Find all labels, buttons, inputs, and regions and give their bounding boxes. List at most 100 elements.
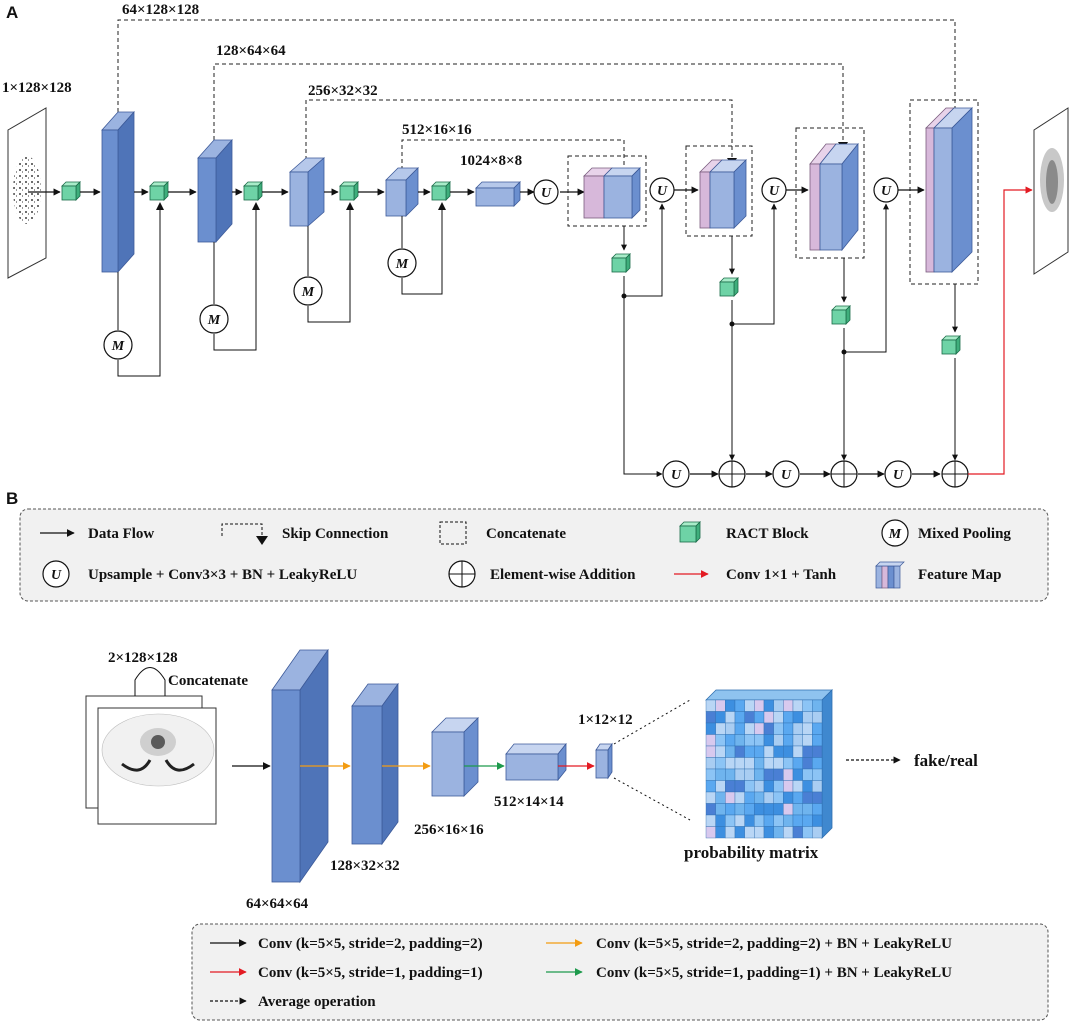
matrix-cell bbox=[715, 814, 726, 827]
matrix-cell bbox=[773, 699, 784, 712]
legend-concatenate: Concatenate bbox=[486, 526, 566, 542]
matrix-cell bbox=[744, 814, 755, 827]
matrix-cell bbox=[715, 780, 726, 793]
matrix-cell bbox=[754, 791, 765, 804]
svg-text:M: M bbox=[111, 339, 125, 354]
matrix-cell bbox=[734, 768, 745, 781]
matrix-cell bbox=[705, 734, 716, 747]
matrix-cell bbox=[802, 803, 813, 816]
svg-text:M: M bbox=[301, 285, 315, 300]
matrix-cell bbox=[763, 803, 774, 816]
matrix-cell bbox=[792, 699, 803, 712]
matrix-cell bbox=[792, 791, 803, 804]
matrix-cell bbox=[802, 734, 813, 747]
legend-conv-green: Conv (k=5×5, stride=1, padding=1) + BN +… bbox=[596, 965, 952, 981]
legend-ract-block: RACT Block bbox=[726, 526, 809, 542]
matrix-cell bbox=[792, 814, 803, 827]
matrix-cell bbox=[763, 768, 774, 781]
skip-dim-1: 64×128×128 bbox=[122, 2, 199, 18]
matrix-cell bbox=[725, 768, 736, 781]
matrix-cell bbox=[754, 734, 765, 747]
skip-dim-2: 128×64×64 bbox=[216, 43, 286, 59]
matrix-cell bbox=[802, 722, 813, 735]
disc-block-4 bbox=[505, 742, 567, 782]
encoder-map-2 bbox=[197, 138, 233, 244]
disc-block-3 bbox=[431, 717, 479, 797]
disc-concat-label: Concatenate bbox=[168, 673, 248, 689]
matrix-cell bbox=[754, 711, 765, 724]
matrix-cell bbox=[705, 757, 716, 770]
matrix-cell bbox=[802, 757, 813, 770]
matrix-cell bbox=[783, 768, 794, 781]
matrix-cell bbox=[792, 803, 803, 816]
matrix-cell bbox=[734, 803, 745, 816]
matrix-cell bbox=[705, 791, 716, 804]
matrix-cell bbox=[734, 757, 745, 770]
matrix-cell bbox=[773, 768, 784, 781]
disc-input-images bbox=[85, 695, 217, 825]
legend-top-box bbox=[19, 508, 1049, 602]
matrix-cell bbox=[715, 711, 726, 724]
matrix-cell bbox=[783, 757, 794, 770]
matrix-cell bbox=[773, 814, 784, 827]
matrix-cell bbox=[773, 734, 784, 747]
matrix-cell bbox=[744, 734, 755, 747]
encoder-map-3 bbox=[288, 157, 326, 227]
svg-text:U: U bbox=[769, 184, 780, 199]
matrix-cell bbox=[744, 757, 755, 770]
decoder-map-1 bbox=[583, 167, 641, 219]
matrix-cell bbox=[754, 826, 765, 839]
matrix-cell bbox=[802, 814, 813, 827]
matrix-cell bbox=[725, 711, 736, 724]
matrix-cell bbox=[802, 745, 813, 758]
add-node-1 bbox=[718, 460, 746, 488]
matrix-cell bbox=[715, 803, 726, 816]
matrix-cell bbox=[754, 814, 765, 827]
matrix-cell bbox=[763, 814, 774, 827]
legend-top: Data Flow Skip Connection Concatenate RA… bbox=[40, 519, 1011, 589]
matrix-cell bbox=[812, 780, 823, 793]
matrix-cell bbox=[715, 722, 726, 735]
matrix-cell bbox=[705, 699, 716, 712]
matrix-cell bbox=[715, 768, 726, 781]
matrix-cell bbox=[754, 745, 765, 758]
matrix-cell bbox=[705, 745, 716, 758]
matrix-cell bbox=[705, 780, 716, 793]
matrix-cell bbox=[705, 768, 716, 781]
matrix-cell bbox=[783, 711, 794, 724]
legend-conv-black: Conv (k=5×5, stride=2, padding=2) bbox=[258, 936, 483, 952]
disc-block-5 bbox=[595, 742, 613, 780]
svg-text:U: U bbox=[781, 468, 792, 483]
matrix-cell bbox=[792, 734, 803, 747]
disc-input-dim: 2×128×128 bbox=[108, 650, 178, 666]
matrix-cell bbox=[744, 803, 755, 816]
matrix-cell bbox=[754, 757, 765, 770]
matrix-cell bbox=[792, 780, 803, 793]
output-conv-tanh-path bbox=[968, 186, 1033, 475]
matrix-cell bbox=[734, 791, 745, 804]
matrix-cell bbox=[763, 734, 774, 747]
matrix-cell bbox=[734, 699, 745, 712]
matrix-cell bbox=[773, 791, 784, 804]
matrix-cell bbox=[705, 722, 716, 735]
matrix-cell bbox=[812, 711, 823, 724]
matrix-cell bbox=[725, 757, 736, 770]
matrix-cell bbox=[734, 711, 745, 724]
matrix-cell bbox=[744, 791, 755, 804]
encoder-map-1 bbox=[101, 110, 135, 274]
svg-text:M: M bbox=[888, 527, 902, 542]
pooling-paths bbox=[117, 208, 443, 377]
add-node-2 bbox=[830, 460, 858, 488]
matrix-cell bbox=[705, 826, 716, 839]
matrix-cell bbox=[715, 757, 726, 770]
matrix-cell bbox=[802, 699, 813, 712]
legend-average-op: Average operation bbox=[258, 994, 376, 1010]
matrix-cell bbox=[725, 722, 736, 735]
input-dim-label: 1×128×128 bbox=[2, 80, 72, 96]
matrix-cell bbox=[763, 780, 774, 793]
matrix-cell bbox=[725, 826, 736, 839]
svg-text:U: U bbox=[51, 568, 62, 583]
matrix-cell bbox=[812, 826, 823, 839]
matrix-cell bbox=[812, 814, 823, 827]
